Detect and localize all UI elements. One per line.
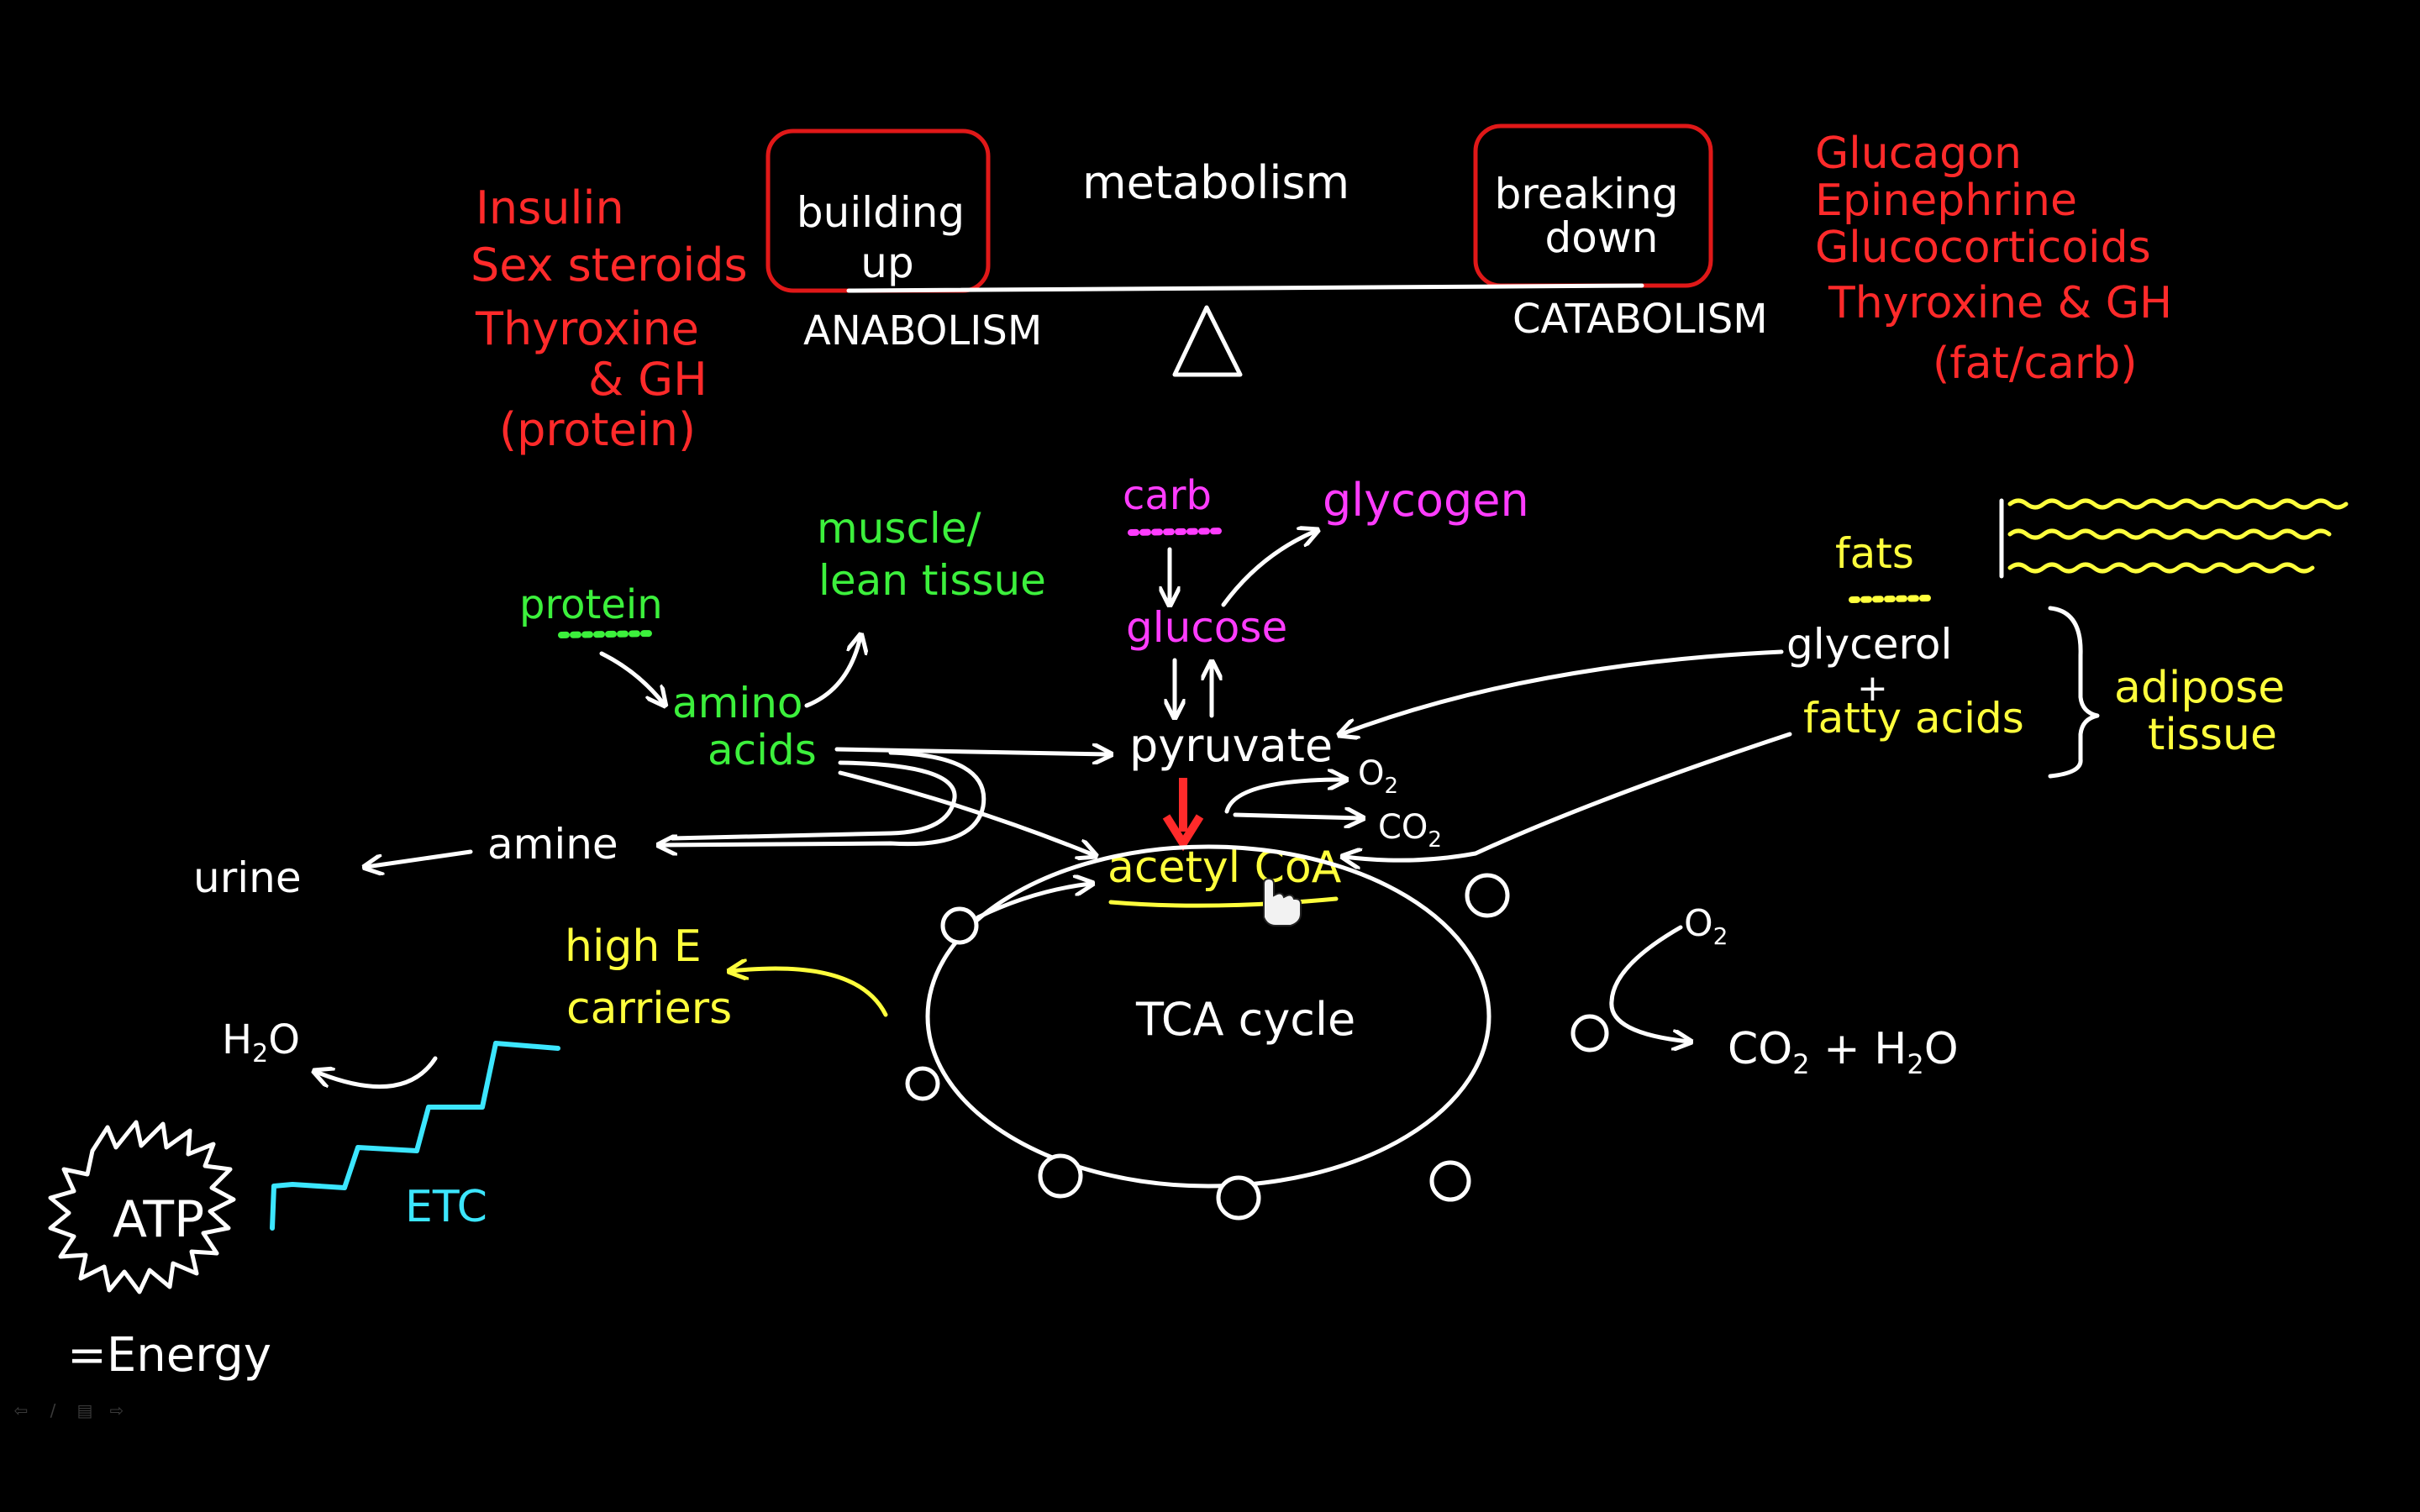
svg-text:Glucagon Epinephrine: Glucagon Epinephrine Glucocorticoids Thy… [1815,129,2186,389]
co2-label-pyruvate: CO2 [1378,808,1442,853]
carb-dots [1128,528,1227,536]
fats-label: fats [1835,529,1914,578]
hormone-sex-steroids: Sex steroids [471,239,748,291]
hormone-glucocorticoids: Glucocorticoids [1815,223,2151,273]
atp-starburst [48,1120,236,1294]
amino-to-muscle-arrow [804,637,860,708]
etc-to-water-arrow [316,1056,438,1089]
cycle-oxygen-arrow [1609,925,1689,1042]
prev-slide-button[interactable]: ⇦ [13,1400,29,1420]
cycle-node [1216,1175,1261,1221]
hormone-insulin: Insulin [476,181,624,234]
catabolism-label: CATABOLISM [1512,296,1768,343]
hormone-thyroxine: Thyroxine [475,302,699,355]
carbohydrate-pathway: carb glycogen glucose pyruvate O2 CO2 ac… [1107,472,1529,908]
pyruvate-label: pyruvate [1129,719,1333,772]
amino-acids-label: amino acids [672,679,817,774]
energy-section: high E carriers H2O ETC ATP =Energy [48,921,888,1383]
co2-h2o-products: CO2 + H2O [1728,1024,1959,1080]
tca-cycle: TCA cycle O2 CO2 + H2O [905,844,1959,1221]
protein-pathway: protein amino acids muscle/ lean tissue … [193,504,1109,902]
cycle-node [1465,873,1510,918]
hormone-protein-note: (protein) [499,403,696,456]
water-label: H2O [222,1016,300,1068]
urine-label: urine [193,853,302,902]
hormone-glucagon: Glucagon [1815,129,2022,179]
energy-label: =Energy [67,1328,271,1383]
hand-cursor-icon [1263,877,1302,927]
protein-to-amino-arrow [599,651,664,704]
slide-toolbar: ⇦ / ▤ ⇨ [10,1401,128,1420]
metabolism-title: metabolism [1082,156,1349,209]
seesaw-beam [846,283,1644,293]
protein-label: protein [519,581,663,628]
cycle-node [940,906,979,945]
cycle-node [1570,1014,1609,1053]
fat-pathway: fats glycerol + fatty acids adipose tiss… [1341,498,2349,860]
amino-to-pyruvate-arrow [834,749,1109,754]
cycle-node [1429,1160,1471,1202]
etc-label: ETC [405,1182,487,1232]
pen-tool-button[interactable]: / [50,1400,56,1420]
glucose-label: glucose [1126,603,1287,652]
breaking-down-label: breaking down [1495,170,1692,262]
svg-text:Insulin Sex steroids: Insulin Sex steroids Thyroxine & GH (pro… [471,181,762,456]
glucose-to-glycogen-arrow [1221,531,1316,607]
amino-to-acetyl-arrow [838,770,1094,855]
pyruvate-to-acetyl-red-arrow [1162,778,1204,852]
building-up-label: building up [797,188,978,287]
high-e-carriers-label: high E carriers [565,921,732,1034]
amino-to-amine-loop [660,750,986,845]
oxygen-label-pyruvate: O2 [1358,754,1398,799]
cycle-node [1038,1153,1083,1199]
fatty-acids-label: fatty acids [1803,694,2024,743]
acetyl-coa-underline [1108,896,1339,908]
amine-label: amine [487,820,618,869]
cycle-to-acetyl-arrow [976,884,1091,920]
plus-label: + [1857,667,1888,710]
anabolic-hormones: Insulin Sex steroids Thyroxine & GH (pro… [471,181,762,456]
atp-label: ATP [113,1190,204,1249]
hormone-fat-carb-note: (fat/carb) [1933,339,2138,389]
catabolic-hormones: Glucagon Epinephrine Glucocorticoids Thy… [1815,129,2186,389]
cycle-node [905,1066,940,1101]
anabolism-label: ANABOLISM [803,307,1042,354]
tca-cycle-label: TCA cycle [1135,993,1355,1046]
adipose-wavy-lines [1999,498,2349,579]
glycerol-label: glycerol [1786,620,1952,669]
hormone-gh: & GH [588,353,708,406]
oxygen-curve [1224,780,1344,814]
fats-dots [1849,595,1933,603]
muscle-lean-tissue-label: muscle/ lean tissue [817,504,1046,605]
hormone-epinephrine: Epinephrine [1815,176,2077,226]
co2-curve [1233,815,1361,818]
fatty-acids-to-acetyl-arrow [1344,732,1792,860]
seesaw-fulcrum [1172,305,1243,377]
etc-staircase [270,1041,560,1231]
next-slide-button[interactable]: ⇨ [109,1400,124,1420]
adipose-brace [2048,606,2100,779]
protein-dots [558,630,655,638]
glycogen-label: glycogen [1323,474,1529,527]
tca-cycle-ring [925,844,1491,1189]
cycle-oxygen-label: O2 [1684,902,1728,950]
slide-menu-button[interactable]: ▤ [76,1400,93,1420]
adipose-tissue-label: adipose tissue [2114,663,2299,760]
cycle-to-carriers-arrow [731,969,888,1017]
tca-cycle-intermediates [905,873,1609,1221]
hormone-thyroxine-gh: Thyroxine & GH [1828,278,2172,328]
glycerol-to-pyruvate-arrow [1341,649,1784,734]
metabolism-seesaw: metabolism building up breaking down ANA… [765,123,1768,377]
amine-to-urine-arrow [366,849,473,867]
carb-label: carb [1123,472,1212,519]
amino-to-amine-inner [670,760,957,841]
